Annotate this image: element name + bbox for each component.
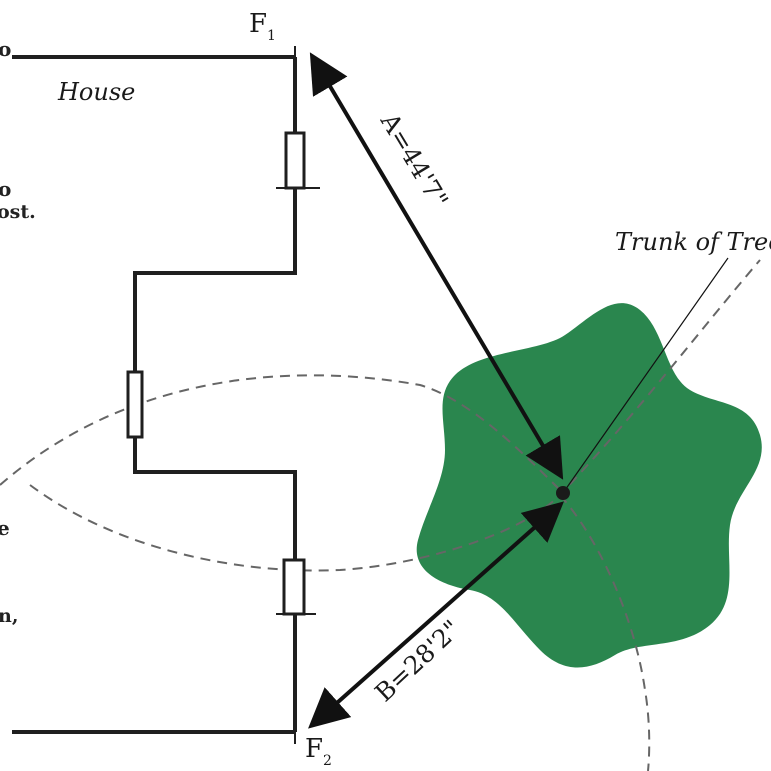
- measure-b-arrow: [308, 501, 564, 729]
- edge-fragment-3: ost.: [0, 201, 36, 223]
- edge-fragment-2: o: [0, 177, 11, 201]
- measure-a-arrow: [309, 52, 564, 480]
- edge-fragment-4: e: [0, 516, 10, 540]
- wall-fixture-lower: [282, 558, 306, 616]
- tree-canopy: [416, 303, 762, 668]
- house-wall-outline: [133, 57, 297, 732]
- edge-fragment-1: o: [0, 37, 11, 61]
- dashed-arc-right: [559, 494, 651, 771]
- wall-fixture-upper: [284, 131, 306, 190]
- f1-label: F1: [249, 9, 276, 44]
- wall-fixture-middle: [126, 370, 144, 439]
- trunk-leader-line: [562, 257, 729, 494]
- trunk-point: [556, 486, 570, 500]
- house-label: House: [57, 78, 135, 106]
- trunk-label: Trunk of Tree: [615, 228, 771, 256]
- measure-a-label: A=44'7": [374, 107, 454, 213]
- f2-label: F2: [305, 734, 332, 769]
- edge-fragment-5: n,: [0, 605, 18, 627]
